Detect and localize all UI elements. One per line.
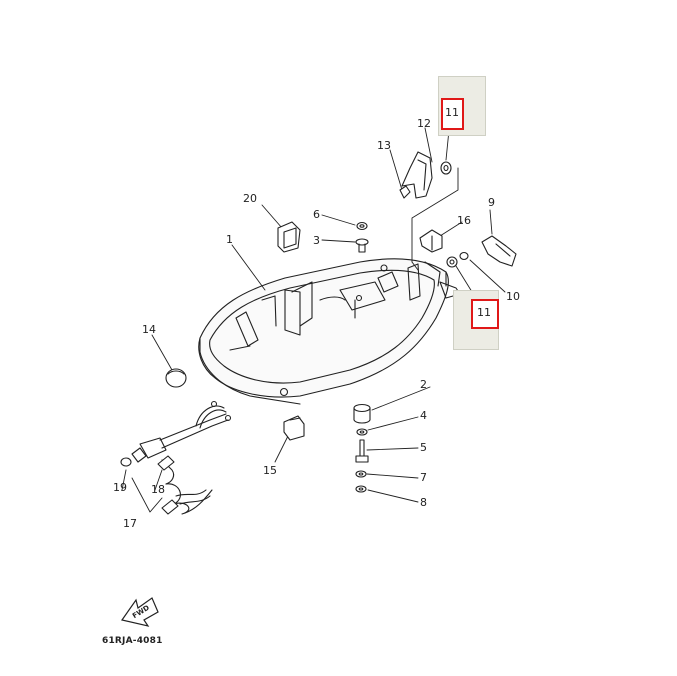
callout-4: 4: [420, 409, 427, 422]
part-19-cap: [120, 457, 132, 467]
callout-7: 7: [420, 471, 427, 484]
callout-10: 10: [506, 290, 520, 303]
part-20-block: [277, 221, 301, 253]
callout-14: 14: [142, 323, 156, 336]
highlight-frame-lower[interactable]: 11: [471, 299, 499, 329]
callout-6: 6: [313, 208, 320, 221]
callout-12: 12: [417, 117, 431, 130]
callout-9: 9: [488, 196, 495, 209]
part-10-washer: [459, 251, 469, 261]
part-6-nut: [356, 221, 368, 231]
callout-16: 16: [457, 214, 471, 227]
part-15-clip: [283, 415, 305, 441]
callout-1: 1: [226, 233, 233, 246]
part-14-plug: [165, 368, 187, 388]
callout-15: 15: [263, 464, 277, 477]
part-12-bracket: [401, 151, 433, 199]
part-11-grommet-upper: [440, 161, 452, 175]
callout-11-upper: 11: [445, 106, 459, 119]
callout-2: 2: [420, 378, 427, 391]
part-9-lever: [481, 235, 517, 267]
callout-20: 20: [243, 192, 257, 205]
part-8-washer: [355, 485, 367, 493]
diagram-code: 61RJA-4081: [102, 636, 163, 646]
part-13-bolt: [399, 185, 411, 199]
part-4-washer: [356, 428, 368, 436]
fwd-arrow: [120, 597, 159, 627]
part-2-grommet: [353, 403, 371, 424]
callout-17: 17: [123, 517, 137, 530]
part-17-switch-assembly: [131, 400, 232, 463]
callout-3: 3: [313, 234, 320, 247]
callout-13: 13: [377, 139, 391, 152]
part-11-grommet-lower: [446, 256, 458, 268]
callout-8: 8: [420, 496, 427, 509]
bottom-cowling: [198, 258, 461, 405]
part-16-part: [419, 229, 443, 253]
callout-19: 19: [113, 481, 127, 494]
part-18-lanyard: [157, 455, 213, 515]
part-5-bolt: [355, 439, 369, 463]
part-7-nut: [355, 470, 367, 478]
highlight-frame-upper[interactable]: 11: [441, 98, 464, 130]
callout-18: 18: [151, 483, 165, 496]
callout-5: 5: [420, 441, 427, 454]
callout-11-lower: 11: [477, 306, 491, 319]
part-3-bolt: [355, 238, 369, 253]
